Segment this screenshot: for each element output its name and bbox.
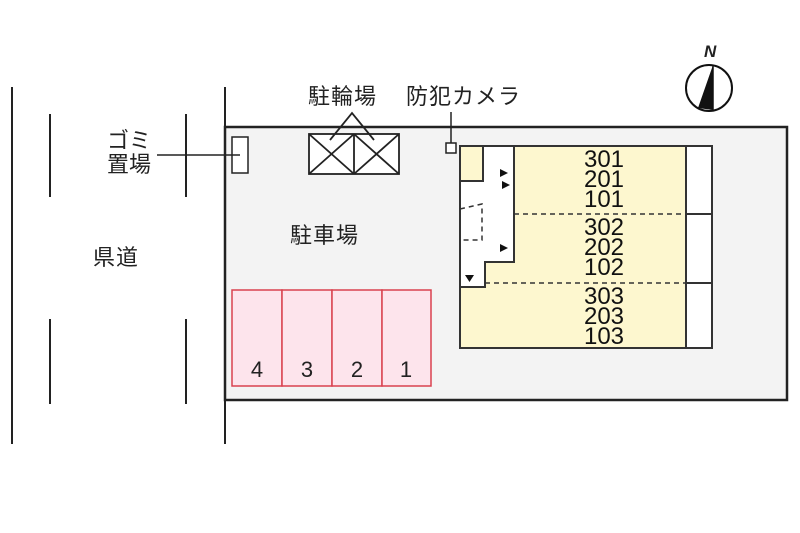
room-number: 301 — [583, 146, 625, 173]
parking-space-4-number: 4 — [250, 357, 264, 382]
parking-space-3-number: 3 — [300, 357, 314, 382]
garbage-area-label: ゴミ 置場 — [100, 130, 158, 178]
garbage-label-line2: 置場 — [106, 153, 151, 178]
parking-space-2-number: 2 — [350, 357, 364, 382]
room-number: 203 — [583, 303, 625, 330]
bicycle-parking-label: 駐輪場 — [308, 85, 378, 110]
parking-space-1-number: 1 — [399, 357, 413, 382]
garbage-label-line1: ゴミ — [106, 129, 151, 154]
north-label: N — [704, 42, 718, 61]
unit-column-3: 303 203 103 — [576, 283, 632, 350]
unit-column-1: 301 201 101 — [576, 146, 632, 213]
room-number: 201 — [583, 166, 625, 193]
room-number: 102 — [583, 254, 625, 281]
room-number: 101 — [583, 186, 625, 213]
parking-spaces — [231, 289, 432, 387]
bicycle-parking-area — [308, 111, 400, 175]
road-label: 県道 — [93, 246, 140, 271]
room-number: 303 — [583, 283, 625, 310]
unit-column-2: 302 202 102 — [576, 214, 632, 281]
parking-lot-label: 駐車場 — [290, 224, 360, 249]
north-arrow-icon — [685, 64, 733, 112]
security-camera-label: 防犯カメラ — [406, 85, 522, 110]
room-number: 302 — [583, 214, 625, 241]
apartment-building — [459, 145, 713, 349]
room-number: 103 — [583, 323, 625, 350]
security-camera-marker — [445, 112, 457, 154]
room-number: 202 — [583, 234, 625, 261]
